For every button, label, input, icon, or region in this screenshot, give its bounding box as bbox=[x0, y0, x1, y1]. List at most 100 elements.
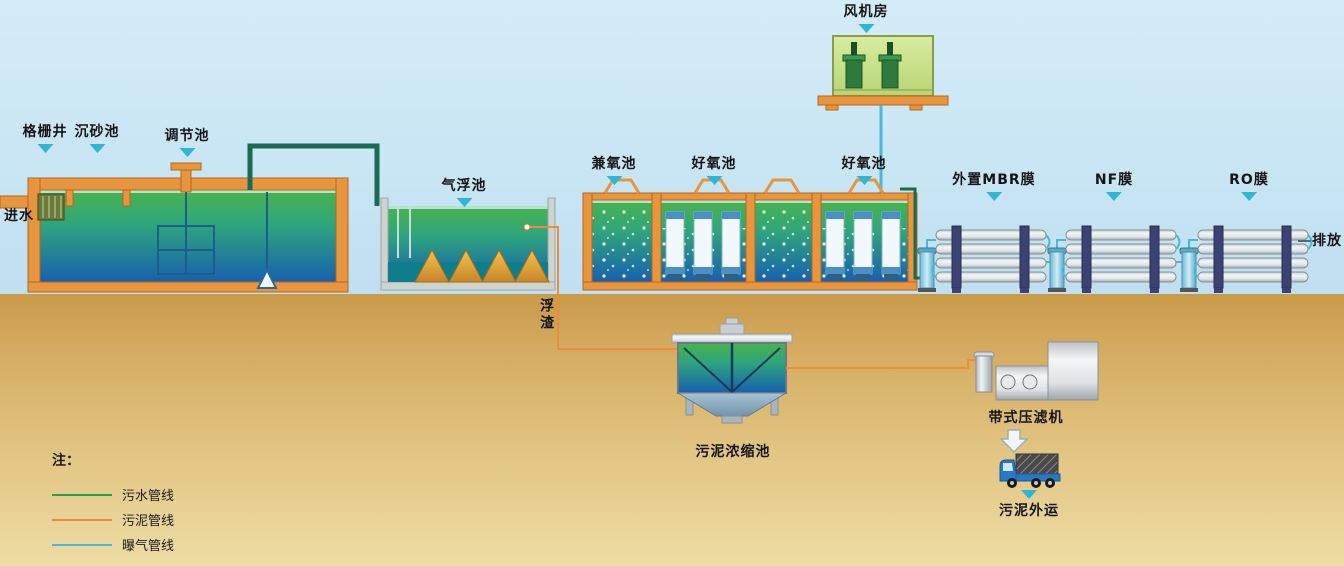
label-ro-membrane: RO膜 bbox=[1229, 172, 1269, 202]
thickener-cone bbox=[676, 392, 788, 417]
fan-room-platform bbox=[817, 95, 949, 106]
legend-item: 污泥管线 bbox=[52, 507, 174, 532]
pointer-triangle-icon bbox=[858, 24, 874, 34]
tank-wall-left bbox=[380, 197, 389, 291]
sludge-pile bbox=[481, 248, 517, 283]
vessel-connector bbox=[931, 262, 937, 278]
truck-hub bbox=[1048, 481, 1052, 485]
scum-sludge-pipe bbox=[530, 226, 678, 350]
skid-frame bbox=[1149, 225, 1160, 289]
thickener-drive bbox=[719, 323, 745, 335]
mixer-frame bbox=[157, 192, 215, 275]
membrane-module bbox=[881, 211, 901, 279]
legend-rows: 污水管线污泥管线曝气管线 bbox=[52, 482, 174, 557]
tank-floor bbox=[582, 281, 918, 291]
tank-wall bbox=[745, 192, 756, 291]
legend-title: 注： bbox=[52, 453, 80, 469]
feed-pump-ro bbox=[1176, 239, 1199, 292]
bar-screen bbox=[37, 193, 65, 221]
skid-frame bbox=[1019, 225, 1030, 289]
sludge-truck bbox=[999, 453, 1061, 488]
skid-foot bbox=[1082, 288, 1091, 293]
label-aerobic-tank-2: 好氧池 bbox=[842, 156, 887, 186]
legend-label: 污泥管线 bbox=[122, 514, 175, 529]
tank-floor bbox=[380, 281, 556, 291]
sewage-transfer-pipe bbox=[247, 143, 380, 206]
walkway-stand bbox=[603, 178, 641, 194]
pointer-triangle-icon bbox=[89, 144, 105, 154]
scraper-arm bbox=[731, 347, 781, 393]
pointer-triangle-icon bbox=[37, 144, 53, 154]
legend-label: 污水管线 bbox=[122, 489, 175, 504]
truck-hub bbox=[1034, 481, 1038, 485]
membrane-module bbox=[825, 211, 845, 279]
submersible-pump-icon bbox=[256, 267, 278, 289]
pump-pipe bbox=[1056, 239, 1066, 248]
truck-window bbox=[1003, 463, 1013, 471]
label-scum: 浮渣 bbox=[538, 298, 555, 332]
tank-wall bbox=[651, 192, 662, 291]
pump-pipe bbox=[926, 239, 936, 248]
mixer-pedestal bbox=[170, 162, 202, 193]
legend-line-swatch bbox=[52, 493, 112, 496]
sludge-thickener bbox=[671, 317, 793, 424]
belt-filter-press bbox=[973, 341, 1099, 401]
scraper-arm bbox=[683, 347, 733, 393]
skid-foot bbox=[952, 288, 961, 293]
mbr-membrane-skid bbox=[931, 225, 1051, 293]
label-discharge: 排放 bbox=[1312, 233, 1342, 249]
membrane-module bbox=[853, 211, 873, 279]
truck-hub bbox=[1010, 481, 1014, 485]
skid-frame bbox=[951, 225, 962, 289]
legend: 注： 污水管线污泥管线曝气管线 bbox=[52, 450, 174, 557]
skid-frame bbox=[1281, 225, 1292, 289]
membrane-module bbox=[693, 211, 713, 279]
walkway-stand bbox=[763, 178, 801, 194]
pointer-triangle-icon bbox=[456, 198, 472, 208]
tank-wall-right bbox=[547, 197, 556, 291]
scum-outlet-junction bbox=[523, 223, 531, 231]
pointer-triangle-icon bbox=[1241, 192, 1257, 202]
bubbles bbox=[755, 210, 812, 280]
vessel-connector bbox=[1193, 262, 1199, 278]
label-facultative-tank: 兼氧池 bbox=[592, 156, 637, 186]
skid-frame bbox=[1081, 225, 1092, 289]
pointer-triangle-icon bbox=[179, 148, 195, 158]
tank-post bbox=[122, 189, 131, 207]
press-feed-tank bbox=[975, 355, 993, 393]
tank-wall bbox=[582, 192, 593, 291]
label-regulation-tank: 调节池 bbox=[165, 128, 210, 158]
pointer-triangle-icon bbox=[985, 192, 1002, 202]
bubbles bbox=[592, 210, 652, 280]
press-roller bbox=[1000, 374, 1016, 390]
pump-pipe bbox=[1188, 239, 1198, 248]
legend-item: 污水管线 bbox=[52, 482, 174, 507]
water-surface bbox=[388, 206, 548, 209]
thickener-outlet bbox=[721, 415, 743, 424]
effluent-pipe bbox=[900, 187, 920, 280]
blower-unit bbox=[878, 42, 902, 89]
air-flotation-tank bbox=[380, 197, 556, 291]
sludge-pile bbox=[514, 248, 550, 283]
label-sludge-transport: 污泥外运 bbox=[999, 490, 1059, 519]
tank-wall-right bbox=[335, 177, 349, 291]
thickener-motor bbox=[725, 317, 739, 325]
label-mbr-membrane: 外置MBR膜 bbox=[952, 172, 1035, 202]
pointer-triangle-icon bbox=[606, 176, 622, 186]
vessel-connector bbox=[1175, 234, 1181, 250]
label-fan-room: 风机房 bbox=[844, 4, 889, 34]
press-main-body bbox=[1047, 341, 1099, 401]
tank-post bbox=[65, 189, 74, 207]
sludge-pile bbox=[448, 248, 484, 283]
legend-label: 曝气管线 bbox=[122, 539, 175, 554]
pretreatment-tanks bbox=[27, 162, 349, 293]
membrane-module bbox=[665, 211, 685, 279]
nf-membrane-skid bbox=[1061, 225, 1181, 293]
inlet-channel bbox=[0, 195, 31, 209]
sludge-pipe bbox=[786, 359, 980, 369]
skid-foot bbox=[1020, 288, 1029, 293]
pointer-triangle-icon bbox=[706, 176, 722, 186]
label-nf-membrane: NF膜 bbox=[1095, 172, 1133, 202]
